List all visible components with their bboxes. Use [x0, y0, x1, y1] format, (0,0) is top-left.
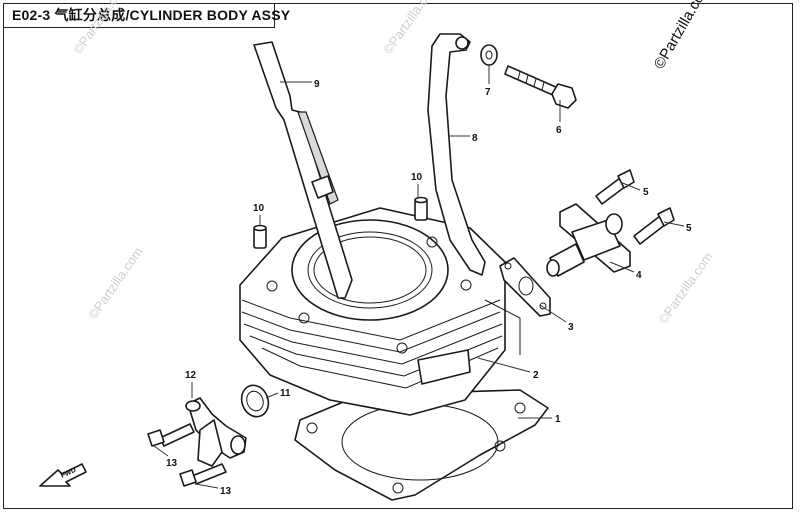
callout-5-lower: 5 [686, 223, 692, 234]
callout-12: 12 [185, 370, 197, 381]
callout-13-upper: 13 [166, 458, 178, 469]
tensioner-arm [427, 33, 486, 276]
bolt-13-upper [147, 423, 195, 447]
watermark-3: ©Partzilla.com [85, 244, 145, 321]
callout-1: 1 [555, 414, 561, 425]
bolt-5-upper [595, 169, 635, 205]
water-pipe-fitting [185, 397, 247, 467]
callout-8: 8 [472, 133, 478, 144]
dowel-pin-right [414, 196, 428, 221]
bolt-5-lower [633, 207, 675, 245]
callout-5-upper: 5 [643, 187, 649, 198]
callout-3: 3 [568, 322, 574, 333]
callout-7: 7 [485, 87, 491, 98]
chain-guide [253, 41, 353, 299]
bolt-6 [504, 65, 577, 109]
callout-2: 2 [533, 370, 539, 381]
callout-6: 6 [556, 125, 562, 136]
callout-4: 4 [636, 270, 642, 281]
diagram-title: E02-3 气缸分总成/CYLINDER BODY ASSY [12, 7, 291, 23]
callout-13-lower: 13 [220, 486, 232, 497]
callout-10-right: 10 [411, 172, 423, 183]
tensioner-gasket [499, 257, 551, 317]
copyright-text: ©Partzilla.com [651, 0, 714, 72]
bolt-13-lower [179, 463, 227, 487]
forward-arrow-icon: FWD [39, 463, 87, 487]
leader-lines [153, 65, 685, 489]
callout-10-left: 10 [253, 203, 265, 214]
title-box: E02-3 气缸分总成/CYLINDER BODY ASSY [3, 3, 290, 28]
washer [480, 44, 498, 66]
callout-11: 11 [280, 388, 291, 399]
callout-9: 9 [314, 79, 320, 90]
tensioner-body [546, 203, 631, 277]
watermark-5: ©Partzilla.com [655, 249, 715, 326]
cylinder-body [239, 207, 521, 416]
o-ring [240, 384, 270, 418]
diagram-frame [3, 3, 793, 509]
watermark-1: ©Partzilla.com [70, 0, 130, 57]
dowel-pin-left [253, 224, 267, 249]
